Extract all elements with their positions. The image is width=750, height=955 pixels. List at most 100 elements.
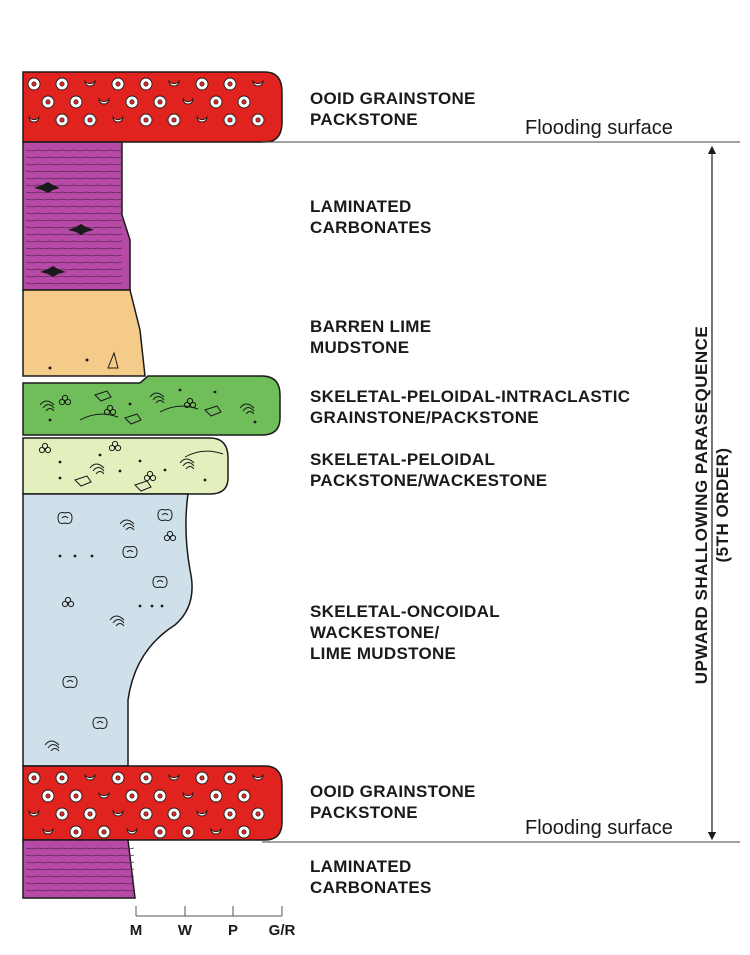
ooid-nucleus bbox=[101, 829, 107, 835]
skeletal-lens bbox=[184, 450, 224, 458]
peloid-dot bbox=[160, 604, 164, 608]
foram-symbol bbox=[169, 534, 177, 542]
lamination-line bbox=[25, 149, 123, 152]
skeletal-lens bbox=[159, 405, 199, 413]
scale-label-w: W bbox=[177, 922, 193, 939]
lamination-line bbox=[25, 282, 123, 285]
unit-skeletal-peloidal-intraclastic bbox=[22, 375, 281, 436]
parasequence-label-line: (5TH ORDER) bbox=[713, 447, 732, 563]
ooid-nucleus bbox=[59, 811, 65, 817]
peloid-dot bbox=[163, 468, 167, 472]
unit-laminated-carbonates-lower bbox=[22, 839, 136, 899]
lamination-line bbox=[25, 861, 135, 864]
ooid-nucleus bbox=[87, 811, 93, 817]
grainstone-symbols bbox=[39, 388, 257, 425]
ooid-nucleus bbox=[199, 775, 205, 781]
label-line: SKELETAL-PELOIDAL bbox=[310, 450, 496, 469]
unit-skeletal-peloidal-packstone bbox=[22, 437, 229, 495]
foram-symbol bbox=[163, 534, 171, 542]
bioclast-symbol bbox=[44, 740, 60, 752]
oncoid-core bbox=[66, 680, 74, 683]
lamination-line bbox=[25, 261, 123, 264]
lamination-line bbox=[25, 254, 123, 257]
shell-fragment bbox=[252, 79, 264, 87]
ooid-nucleus bbox=[157, 99, 163, 105]
ooid-nucleus bbox=[73, 793, 79, 799]
shell-fragment bbox=[98, 791, 110, 799]
unit-ooid-grainstone-top bbox=[22, 71, 283, 143]
lamination-line bbox=[25, 170, 123, 173]
shell-fragment bbox=[112, 809, 124, 817]
ooid-nucleus bbox=[157, 793, 163, 799]
intraclast-symbol bbox=[124, 413, 142, 425]
label-line: LIME MUDSTONE bbox=[310, 644, 457, 663]
foram-symbol bbox=[61, 600, 69, 608]
ooid-nucleus bbox=[171, 117, 177, 123]
oncoid-symbol bbox=[62, 676, 78, 688]
label-line: CARBONATES bbox=[310, 218, 432, 237]
lamination-line bbox=[25, 875, 135, 878]
ooid-nucleus bbox=[241, 99, 247, 105]
foram-symbol bbox=[67, 600, 75, 608]
label-line: LAMINATED bbox=[310, 857, 412, 876]
shell-fragment bbox=[112, 115, 124, 123]
shell-fragment bbox=[210, 827, 222, 835]
label-line: WACKESTONE/ bbox=[310, 623, 440, 642]
label-skeletal-peloidal-intraclastic: SKELETAL-PELOIDAL-INTRACLASTIC GRAINSTON… bbox=[310, 386, 630, 428]
oncoidal-symbols bbox=[44, 509, 177, 752]
lamination-line bbox=[25, 156, 123, 159]
bioclast-symbol bbox=[179, 458, 195, 470]
intraclast-symbol bbox=[134, 480, 152, 492]
unit-ooid-grainstone-lower bbox=[22, 765, 283, 841]
ooid-nucleus bbox=[143, 811, 149, 817]
ooid-nucleus bbox=[73, 99, 79, 105]
peloid-dot bbox=[178, 388, 182, 392]
bioclast-symbol bbox=[119, 519, 135, 531]
peloid-dot bbox=[48, 418, 52, 422]
parasequence-label: UPWARD SHALLOWING PARASEQUENCE (5TH ORDE… bbox=[691, 326, 733, 684]
lamination-line bbox=[25, 163, 123, 166]
shell-fragment bbox=[28, 115, 40, 123]
label-line: OOID GRAINSTONE bbox=[310, 89, 476, 108]
ooid-nucleus bbox=[73, 829, 79, 835]
ooid-nucleus bbox=[255, 811, 261, 817]
lamination-line bbox=[25, 233, 123, 236]
ooid-pattern-lower bbox=[27, 771, 265, 839]
shell-fragment bbox=[98, 97, 110, 105]
label-ooid-grainstone-lower: OOID GRAINSTONE PACKSTONE bbox=[310, 781, 476, 823]
label-line: PACKSTONE bbox=[310, 803, 418, 822]
peloid-dot bbox=[90, 554, 94, 558]
shell-fragment bbox=[168, 773, 180, 781]
ooid-nucleus bbox=[59, 117, 65, 123]
intraclast-symbol bbox=[204, 405, 222, 417]
peloid-dot bbox=[58, 460, 62, 464]
intraclast-symbol bbox=[94, 390, 112, 402]
ooid-nucleus bbox=[87, 117, 93, 123]
foram-symbol bbox=[149, 474, 157, 482]
oncoid-core bbox=[96, 721, 104, 724]
bioclast-symbol bbox=[89, 463, 105, 475]
label-line: GRAINSTONE/PACKSTONE bbox=[310, 408, 539, 427]
label-ooid-grainstone-top: OOID GRAINSTONE PACKSTONE bbox=[310, 88, 476, 130]
label-line: PACKSTONE/WACKESTONE bbox=[310, 471, 548, 490]
peloid-dot bbox=[98, 453, 102, 457]
ooid-nucleus bbox=[157, 829, 163, 835]
ooid-nucleus bbox=[213, 793, 219, 799]
oncoid-core bbox=[61, 516, 69, 519]
lamination-line bbox=[25, 212, 123, 215]
foram-symbol bbox=[64, 398, 72, 406]
shell-fragment bbox=[196, 809, 208, 817]
lamination-line bbox=[25, 240, 123, 243]
barren-lime-mudstone-body bbox=[22, 289, 146, 377]
skeletal-oncoidal-body bbox=[22, 493, 193, 767]
lamination-line bbox=[25, 177, 123, 180]
shell-fragment bbox=[126, 827, 138, 835]
lamination-line bbox=[25, 847, 135, 850]
lens-symbols bbox=[34, 182, 94, 277]
unit-laminated-carbonates-upper bbox=[22, 141, 131, 291]
ooid-nucleus bbox=[45, 793, 51, 799]
label-skeletal-peloidal-packstone: SKELETAL-PELOIDAL PACKSTONE/WACKESTONE bbox=[310, 449, 547, 491]
ooid-nucleus bbox=[31, 81, 37, 87]
lamination-lines-lower bbox=[25, 847, 135, 892]
label-line: SKELETAL-ONCOIDAL bbox=[310, 602, 500, 621]
